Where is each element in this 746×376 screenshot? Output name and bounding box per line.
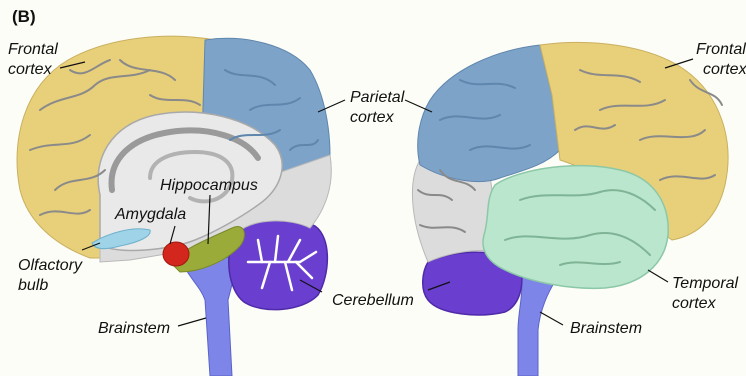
- brainstem-left: [180, 255, 236, 376]
- label-temporal-cortex-line-2: cortex: [672, 295, 717, 312]
- label-cerebellum-left: Cerebellum: [332, 292, 414, 309]
- label-parietal-cortex-line-1: Parietal: [350, 89, 405, 106]
- label-frontal-cortex-right-line-1: Frontal: [696, 41, 746, 58]
- label-temporal-cortex-line-1: Temporal: [672, 275, 739, 292]
- label-parietal-cortex: Parietal cortex: [350, 89, 405, 126]
- brainstem-right: [518, 272, 556, 376]
- label-hippocampus: Hippocampus: [160, 177, 258, 194]
- label-amygdala: Amygdala: [114, 206, 186, 223]
- frontal-left-text: Frontal cortex: [8, 41, 58, 78]
- label-parietal-cortex-line-2: cortex: [350, 109, 395, 126]
- frontal-left-text-line-2: cortex: [8, 61, 53, 78]
- label-brainstem-right: Brainstem: [570, 320, 642, 337]
- label-temporal-cortex: Temporal cortex: [672, 275, 739, 312]
- temporal-cortex: [483, 166, 668, 289]
- label-brainstem-left: Brainstem: [98, 320, 170, 337]
- label-olfactory-bulb-line-1: Olfactory: [18, 257, 83, 274]
- parietal-cortex-lateral: [418, 45, 560, 182]
- amygdala: [163, 242, 189, 266]
- label-frontal-cortex-right: Frontal cortex: [696, 41, 746, 78]
- label-frontal-cortex-left: Frontal cortex: [8, 41, 58, 78]
- panel-label: (B): [12, 7, 36, 26]
- label-frontal-cortex-right-line-2: cortex: [703, 61, 746, 78]
- label-olfactory-bulb-line-2: bulb: [18, 277, 48, 294]
- frontal-left-text-line-1: Frontal: [8, 41, 58, 58]
- label-olfactory-bulb: Olfactory bulb: [18, 257, 83, 294]
